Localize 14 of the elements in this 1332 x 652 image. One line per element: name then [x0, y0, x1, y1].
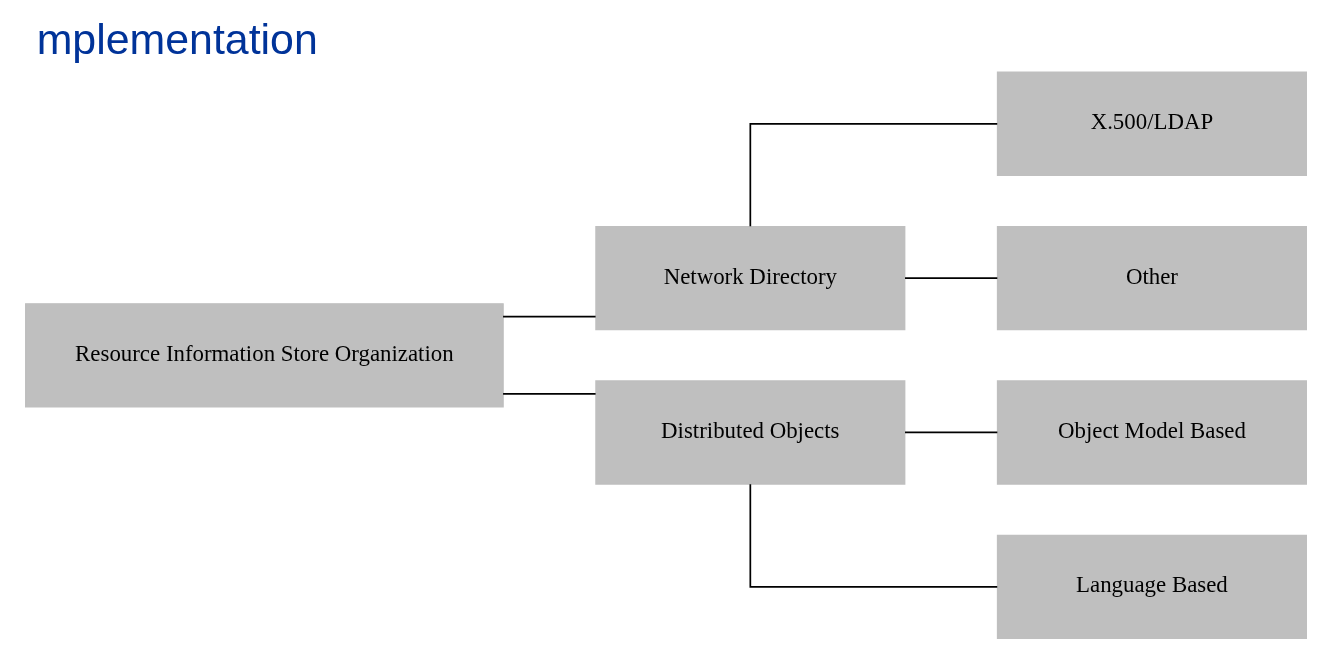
connector: [904, 431, 999, 434]
connector: [749, 122, 999, 228]
node-box: Language Based: [996, 534, 1307, 639]
connector: [749, 483, 999, 588]
node-box: Network Directory: [595, 225, 906, 331]
connector: [502, 393, 597, 395]
connector: [904, 277, 999, 279]
node-box: Resource Information Store Organization: [25, 303, 504, 408]
node-box: Other: [996, 225, 1307, 331]
diagram-title: mplementation: [36, 14, 318, 63]
node-box: Distributed Objects: [595, 380, 906, 485]
node-box: X.500/LDAP: [996, 71, 1307, 176]
connector: [502, 315, 597, 318]
node-box: Object Model Based: [996, 380, 1307, 485]
